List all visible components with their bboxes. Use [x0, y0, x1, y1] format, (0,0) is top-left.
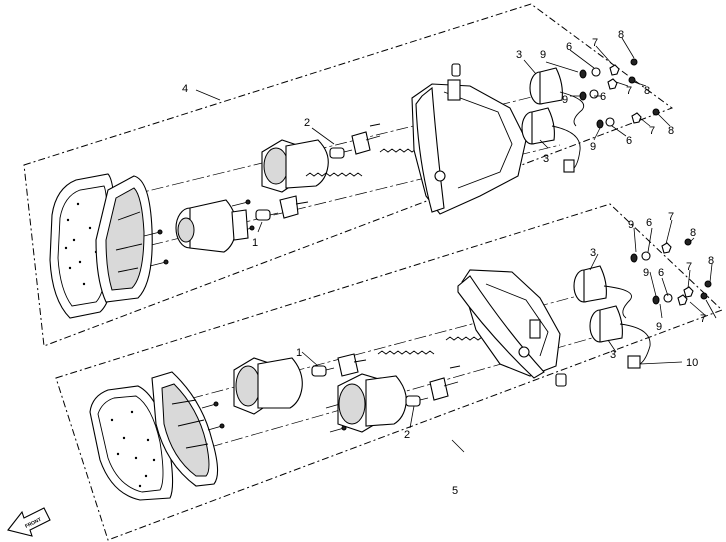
callout-upper-nut-6c: 6	[626, 135, 632, 147]
callout-upper-assembly: 4	[182, 83, 188, 95]
lower-bulb-1	[311, 365, 335, 377]
callout-lower-wire-10: 10	[686, 357, 698, 369]
lower-adjuster-springs	[377, 336, 487, 355]
callout-lower-washer-9c: 9	[656, 321, 662, 333]
callout-lower-socket-3a: 3	[590, 247, 596, 259]
upper-bulb-2	[329, 147, 353, 159]
callout-lower-assembly: 5	[452, 485, 458, 497]
callout-lower-washer-9b: 9	[643, 267, 649, 279]
lower-projector-lamp-low	[337, 373, 407, 433]
callout-upper-washer-9b: 9	[562, 94, 568, 106]
upper-projector-lamp-high	[261, 139, 329, 193]
callout-lower-nut-6a: 6	[646, 217, 652, 229]
callout-upper-socket-3b: 3	[543, 153, 549, 165]
upper-bulb-1	[255, 209, 279, 221]
lower-bracket-right	[429, 365, 461, 401]
upper-adjuster-springs	[305, 148, 421, 177]
callout-upper-nut-6a: 6	[566, 41, 572, 53]
front-direction-arrow: FRONT	[7, 507, 51, 537]
callout-upper-socket-3a: 3	[516, 49, 522, 61]
callout-upper-screw-7b: 7	[626, 85, 632, 97]
callout-upper-washer-9a: 9	[540, 49, 546, 61]
upper-bracket-left	[279, 195, 309, 219]
lower-socket-cover-3b	[589, 305, 651, 369]
lower-headlight-assembly: 5 1 2 3 3 9 9 9 6 6 7 7 7 8 8 10	[55, 203, 723, 541]
upper-wire-harness	[559, 91, 585, 127]
callout-lower-screw-7a: 7	[668, 211, 674, 223]
callout-lower-bolt-8a: 8	[690, 227, 696, 239]
callout-upper-bolt-8b: 8	[644, 85, 650, 97]
callout-lower-nut-6b: 6	[658, 267, 664, 279]
upper-leader-lines	[195, 37, 671, 233]
lower-socket-cover-3a	[573, 265, 607, 303]
upper-screws-left	[143, 199, 255, 267]
callout-upper-washer-9c: 9	[590, 141, 596, 153]
callout-upper-screw-7c: 7	[649, 125, 655, 137]
upper-bracket-right	[351, 123, 381, 155]
upper-lamp-housing-frame	[95, 175, 153, 303]
callout-upper-bulb-1: 1	[252, 237, 258, 249]
lower-screws-left	[201, 401, 347, 433]
upper-socket-cover-3b	[521, 107, 581, 173]
callout-lower-washer-9a: 9	[628, 219, 634, 231]
callout-lower-bulb-1: 1	[296, 347, 302, 359]
callout-lower-bulb-2: 2	[404, 429, 410, 441]
lower-bulb-2	[405, 395, 429, 407]
lower-headlight-lens	[89, 385, 174, 501]
callout-upper-nut-6b: 6	[600, 91, 606, 103]
lower-projector-lamp-high	[233, 357, 303, 415]
callout-upper-bolt-8c: 8	[668, 125, 674, 137]
callout-lower-socket-3b: 3	[610, 349, 616, 361]
callout-lower-bolt-8b: 8	[708, 255, 714, 267]
upper-rear-housing	[411, 63, 527, 215]
callout-lower-screw-7c: 7	[700, 313, 706, 325]
lower-wire-harness	[603, 285, 632, 319]
upper-assembly-boundary	[23, 3, 674, 347]
upper-fasteners	[579, 58, 660, 129]
callout-upper-screw-7a: 7	[592, 37, 598, 49]
upper-headlight-assembly: 4 2 1 3 3 9 9 9 6 6 6 7 7 7 8 8 8	[23, 3, 674, 347]
callout-upper-bolt-8a: 8	[618, 29, 624, 41]
lower-fasteners	[630, 238, 712, 306]
lower-rear-housing	[457, 269, 567, 387]
upper-socket-cover-3a	[529, 67, 563, 105]
callout-upper-bulb-2: 2	[304, 117, 310, 129]
lower-lamp-housing-frame	[151, 371, 219, 487]
lower-leader-lines	[301, 219, 717, 453]
lower-bracket-left	[337, 353, 367, 377]
upper-projector-lamp-low	[175, 199, 249, 253]
callout-lower-screw-7b: 7	[686, 261, 692, 273]
